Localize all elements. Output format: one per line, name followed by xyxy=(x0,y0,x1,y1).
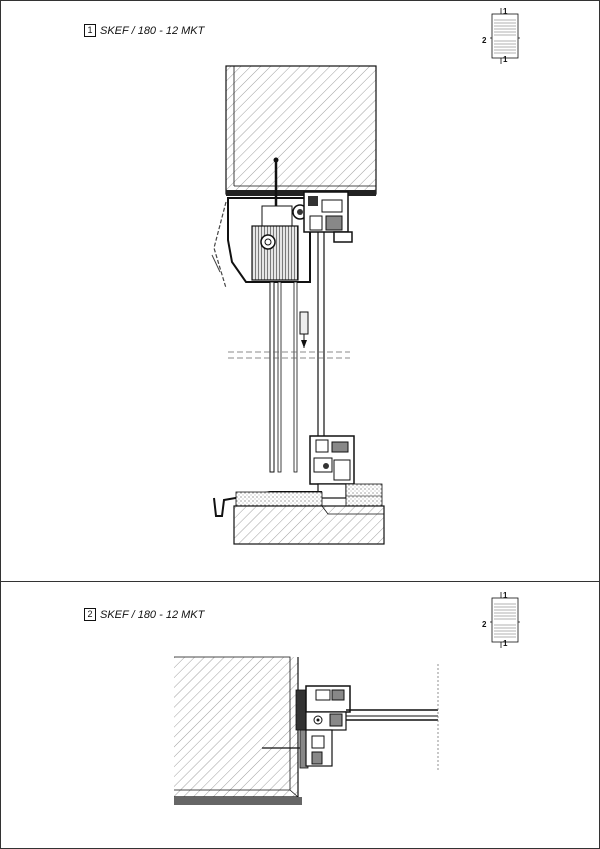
key-1-bottom-mark: 1 xyxy=(503,55,508,64)
section-1-title: SKEF / 180 - 12 MKT xyxy=(100,24,205,37)
window-frame-head xyxy=(303,191,353,243)
section-1-drawing xyxy=(211,65,385,545)
section-1-number: 1 xyxy=(84,24,96,37)
key-2-top-mark: 1 xyxy=(503,591,508,600)
section-2-label: 2 SKEF / 180 - 12 MKT xyxy=(84,608,204,621)
break-lines xyxy=(228,351,350,359)
jamb-finish xyxy=(174,797,302,805)
jamb-wall xyxy=(174,657,298,797)
box-cover-dashed xyxy=(213,201,227,289)
section-2-title: SKEF / 180 - 12 MKT xyxy=(100,608,205,621)
key-1-top-mark: 1 xyxy=(503,7,508,16)
key-plan-2: 1 1 2 xyxy=(482,591,520,648)
section-2-number: 2 xyxy=(84,608,96,621)
section-divider xyxy=(0,581,600,582)
lintel-wall xyxy=(225,65,377,195)
key-2-side-mark: 2 xyxy=(482,620,487,629)
section-2-drawing xyxy=(174,656,439,805)
rolled-curtain xyxy=(251,225,299,281)
floor-screed xyxy=(345,483,383,507)
parapet-wall xyxy=(233,505,385,545)
window-frame-jamb xyxy=(295,685,351,767)
roller-drum-top xyxy=(261,205,293,229)
key-2-bottom-mark: 1 xyxy=(503,639,508,648)
guide-rail-left xyxy=(269,281,275,473)
sill-insulation xyxy=(235,491,323,507)
guide-rail-right xyxy=(293,281,298,473)
key-1-side-mark: 2 xyxy=(482,36,487,45)
slat-handle xyxy=(299,311,309,335)
section-1-label: 1 SKEF / 180 - 12 MKT xyxy=(84,24,204,37)
lintel-underside xyxy=(226,190,376,196)
key-plan-1: 1 1 2 xyxy=(482,7,520,64)
